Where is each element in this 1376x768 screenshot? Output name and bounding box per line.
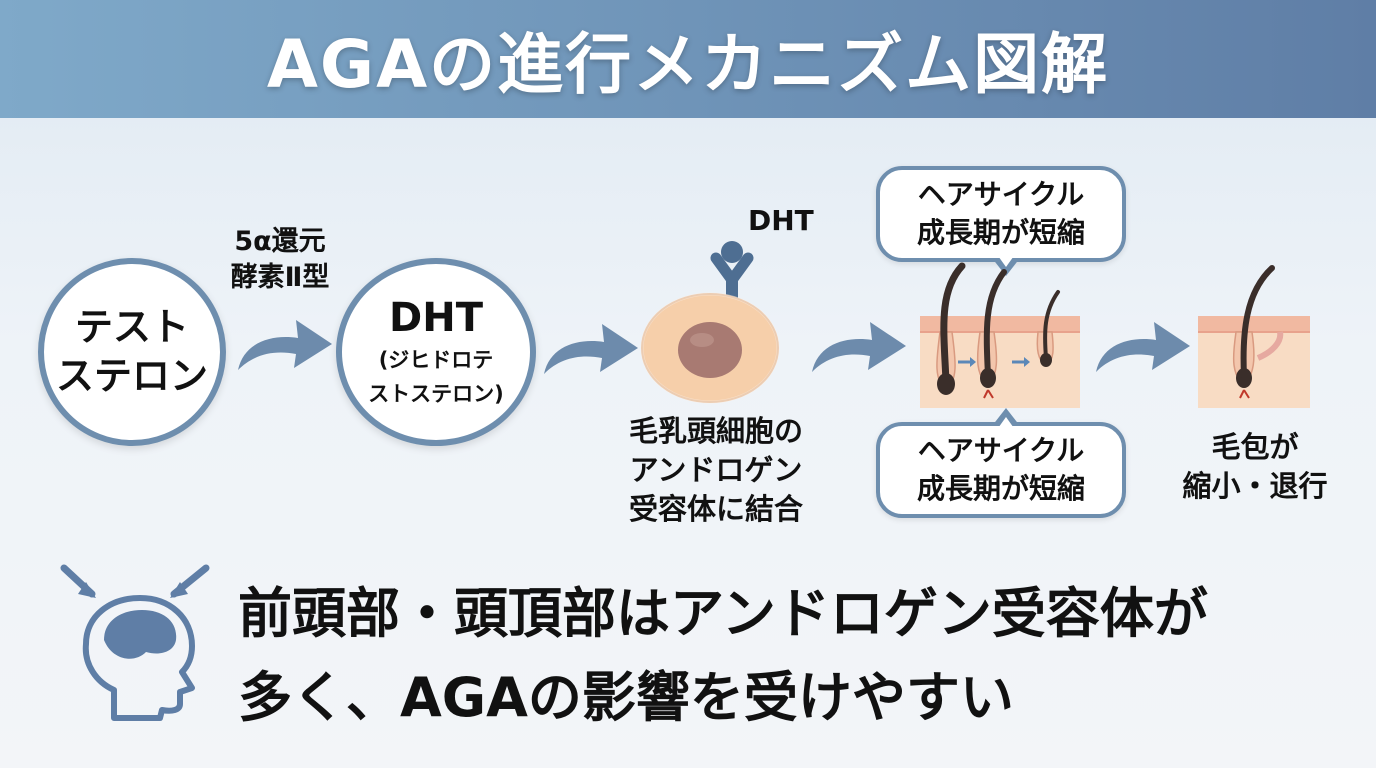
bottom-message-line-1: 前頭部・頭頂部はアンドロゲン受容体が	[238, 582, 1208, 645]
shrunken-follicle-icon	[1198, 265, 1310, 408]
dht-full-1: (ジヒドロテ	[378, 347, 494, 372]
testosterone-label-2: ステロン	[55, 354, 208, 398]
curved-arrow-icon	[812, 322, 906, 372]
enzyme-label: 5α還元 酵素Ⅱ型	[210, 224, 350, 297]
bottom-message-line-2: 多く、AGAの影響を受けやすい	[238, 665, 1014, 729]
dermal-papilla-cell-icon	[640, 241, 780, 404]
dht-small-label: DHT	[748, 204, 814, 237]
receptor-line-1: 毛乳頭細胞の	[628, 414, 803, 448]
receptor-binding-label: 毛乳頭細胞の アンドロゲン 受容体に結合	[596, 412, 836, 529]
dht-name: DHT	[389, 294, 483, 341]
bottom-message: 前頭部・頭頂部はアンドロゲン受容体が 多く、AGAの影響を受けやすい	[238, 572, 1348, 739]
dht-circle: DHT (ジヒドロテ ストステロン)	[336, 258, 536, 446]
curved-arrow-icon	[1096, 322, 1190, 372]
page-title: AGAの進行メカニズム図解	[266, 26, 1110, 103]
hair-cycle-illustration-icon	[920, 262, 1080, 408]
head-brain-icon	[60, 564, 210, 721]
hair-cycle-bubble-bottom: ヘアサイクル 成長期が短縮	[876, 408, 1126, 518]
enzyme-line-1: 5α還元	[234, 226, 326, 257]
cycle-bottom-line-1: ヘアサイクル	[917, 434, 1085, 468]
dht-full-2: ストステロン)	[368, 382, 504, 406]
receptor-line-2: アンドロゲン	[629, 453, 803, 488]
testosterone-circle: テスト ステロン	[38, 258, 226, 446]
hair-cycle-bubble-top: ヘアサイクル 成長期が短縮	[876, 166, 1126, 276]
shrink-line-2: 縮小・退行	[1182, 469, 1328, 504]
testosterone-label-1: テスト	[74, 304, 189, 349]
curved-arrow-icon	[238, 320, 332, 370]
follicle-shrink-label: 毛包が 縮小・退行	[1160, 428, 1350, 506]
cycle-top-line-1: ヘアサイクル	[917, 178, 1085, 212]
curved-arrow-icon	[544, 324, 638, 374]
cycle-top-line-2: 成長期が短縮	[916, 216, 1085, 249]
enzyme-line-2: 酵素Ⅱ型	[230, 262, 330, 294]
shrink-line-1: 毛包が	[1211, 430, 1299, 464]
receptor-line-3: 受容体に結合	[628, 492, 803, 527]
header-banner: AGAの進行メカニズム図解	[0, 0, 1376, 118]
cycle-bottom-line-2: 成長期が短縮	[916, 472, 1085, 505]
